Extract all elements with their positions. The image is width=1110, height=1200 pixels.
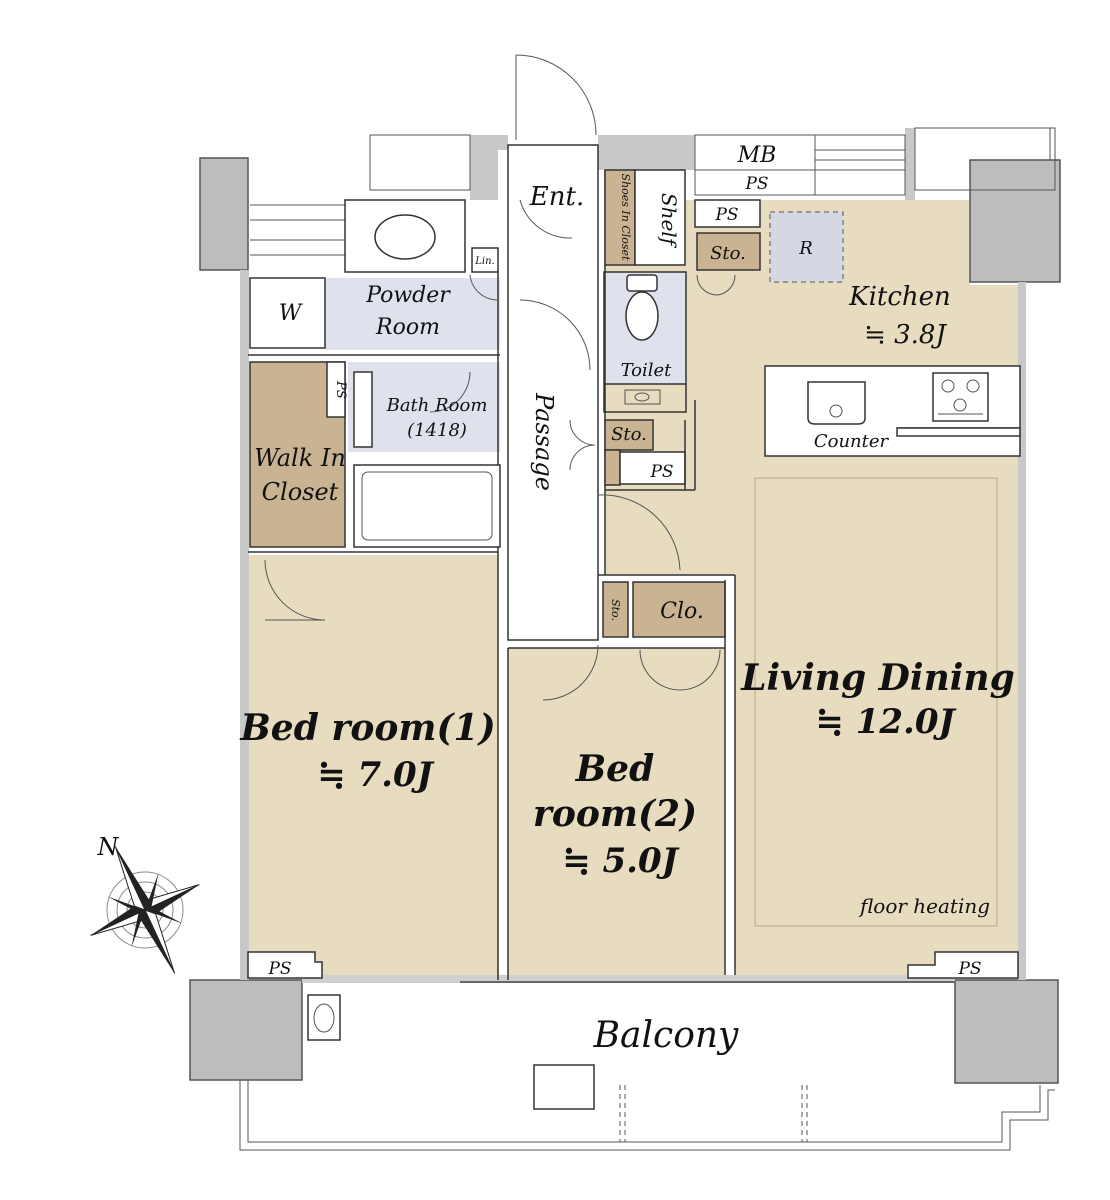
ps-label-mid: PS bbox=[649, 462, 673, 482]
ps-label-bath: PS bbox=[333, 380, 348, 399]
pillar-sw bbox=[189, 979, 303, 1081]
toilet-label: Toilet bbox=[621, 360, 673, 381]
washer-label: W bbox=[279, 301, 304, 326]
balcony-box bbox=[533, 1064, 595, 1110]
room-labels: Ent. Shoes In Closet Shelf MB PS PS Sto.… bbox=[239, 143, 1014, 1056]
refrigerator-label: R bbox=[798, 238, 813, 259]
linen-box bbox=[471, 247, 499, 273]
entrance-label: Ent. bbox=[529, 182, 584, 212]
bed2-storage bbox=[602, 581, 629, 638]
toilet-storage bbox=[604, 419, 654, 451]
pillar-ne bbox=[969, 159, 1061, 283]
sink-basin-icon bbox=[374, 214, 436, 260]
kitchen-storage-label: Sto. bbox=[710, 243, 746, 264]
washer-box bbox=[249, 277, 326, 349]
shelf-box bbox=[634, 169, 686, 266]
floor-heating-area bbox=[754, 477, 998, 927]
balcony-label: Balcony bbox=[593, 1015, 739, 1056]
passage-label: Passage bbox=[530, 392, 558, 491]
living-dining-label-1: Living Dining bbox=[740, 657, 1015, 699]
pillar-nw bbox=[199, 157, 249, 271]
bath-room-label-1: Bath Room bbox=[386, 395, 488, 416]
bedroom-2-label-3: ≒ 5.0J bbox=[562, 841, 679, 881]
living-dining-label-2: ≒ 12.0J bbox=[815, 702, 956, 742]
north-label: N bbox=[97, 833, 120, 861]
compass-rose-icon bbox=[90, 846, 200, 974]
closet-label: Clo. bbox=[660, 599, 704, 624]
floor-heating-label: floor heating bbox=[858, 894, 990, 918]
bed2-storage-label: Sto. bbox=[609, 599, 622, 621]
bedroom-2-label-2: room(2) bbox=[533, 793, 697, 835]
bath-ps-box bbox=[326, 361, 346, 418]
kitchen-size-label: ≒ 3.8J bbox=[864, 320, 947, 350]
walls bbox=[189, 128, 1061, 1084]
ps-label-bl: PS bbox=[267, 959, 291, 979]
bedroom-2-label-1: Bed bbox=[575, 748, 655, 790]
powder-room-label-1: Powder bbox=[365, 283, 451, 308]
ps-label-kitchen: PS bbox=[714, 205, 738, 225]
ps-label-br: PS bbox=[957, 959, 981, 979]
pillar-se bbox=[954, 979, 1059, 1084]
powder-room-label-2: Room bbox=[375, 315, 440, 340]
shelf-label: Shelf bbox=[657, 193, 681, 249]
ps-box-bl bbox=[247, 951, 323, 979]
door-swings bbox=[264, 199, 736, 701]
bathtub bbox=[353, 464, 501, 548]
toilet-storage-label: Sto. bbox=[611, 424, 647, 445]
ps-box-mid bbox=[619, 451, 686, 485]
linen-label: Lin. bbox=[474, 256, 494, 267]
bath-room-label-2: (1418) bbox=[407, 420, 467, 441]
kitchen-storage bbox=[696, 232, 761, 271]
walkin-label-2: Closet bbox=[262, 478, 339, 506]
bedroom-1-label-1: Bed room(1) bbox=[239, 707, 495, 749]
partitions bbox=[247, 144, 1021, 983]
ps-box-top bbox=[694, 199, 761, 228]
toilet-icon bbox=[625, 274, 659, 341]
mb-label: MB bbox=[737, 143, 777, 168]
ps-label-top: PS bbox=[744, 174, 768, 194]
shoes-closet bbox=[604, 169, 636, 266]
counter-label: Counter bbox=[814, 431, 890, 452]
walkin-label-1: Walk In bbox=[254, 444, 346, 472]
refrigerator bbox=[769, 211, 844, 283]
exterior-top bbox=[250, 54, 1056, 256]
shoes-closet-label: Shoes In Closet bbox=[619, 174, 632, 262]
kitchen-sink-icon bbox=[807, 381, 866, 425]
ps-box-br bbox=[907, 951, 1019, 979]
bedroom-1-label-2: ≒ 7.0J bbox=[317, 755, 434, 795]
vanity-sink bbox=[344, 199, 466, 273]
balcony-area bbox=[239, 990, 1055, 1151]
stove-icon bbox=[932, 372, 989, 422]
kitchen-name-label: Kitchen bbox=[848, 282, 951, 312]
balcony-sink-icon bbox=[307, 994, 341, 1041]
